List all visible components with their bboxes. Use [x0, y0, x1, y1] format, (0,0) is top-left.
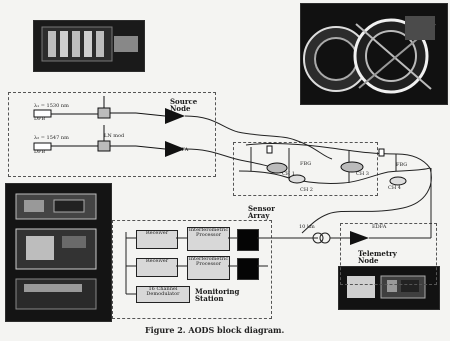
- photo-instrument-rig: [300, 3, 448, 105]
- figure-caption: Figure 2. AODS block diagram.: [145, 325, 284, 335]
- source-amplifier-label: EDFA: [174, 147, 188, 153]
- laser2-label: DFB: [34, 149, 45, 155]
- sensor-array-title-line2: Array: [248, 212, 275, 219]
- processor-module-2: Interferometric Processor: [187, 256, 230, 280]
- laser2-wavelength: λ₂ = 1547 nm: [34, 135, 69, 141]
- photo-circuit-board: [33, 20, 145, 72]
- bragg-grating-2-label: FBG: [396, 162, 407, 168]
- detector-module-1: [237, 229, 259, 251]
- processor-module-1-label: Interferometric Processor: [189, 227, 228, 238]
- sensor-ch1-label: CH 1: [282, 171, 295, 177]
- receiver-module-2: Receiver: [136, 258, 178, 277]
- monitoring-station-title-line2: Station: [195, 295, 239, 302]
- photo-monitoring-rack: [5, 183, 112, 322]
- receiver-module-1-label: Receiver: [146, 230, 168, 236]
- laser1-label: DFB: [34, 116, 45, 122]
- demodulator-module-label: 16 Channel Demodulator: [146, 286, 179, 297]
- telemetry-amplifier-label: EDFA: [372, 224, 386, 230]
- source-node-title-line2: Node: [170, 105, 197, 112]
- demodulator-module: 16 Channel Demodulator: [136, 286, 190, 303]
- telemetry-node-title-line2: Node: [358, 257, 397, 264]
- bragg-grating-1-label: FBG: [300, 161, 311, 167]
- monitoring-station-title: Monitoring Station: [195, 288, 239, 302]
- processor-module-2-label: Interferometric Processor: [189, 256, 228, 267]
- telemetry-node-title: Telemetry Node: [358, 250, 397, 264]
- detector-module-2: [237, 258, 259, 280]
- source-node-title: Source Node: [170, 98, 197, 112]
- receiver-module-1: Receiver: [136, 230, 178, 249]
- sensor-ch2-label: CH 2: [300, 187, 313, 193]
- laser1-wavelength: λ₁ = 1530 nm: [34, 103, 69, 109]
- sensor-ch3-label: CH 3: [356, 171, 369, 177]
- fiber-length-label: 10 km: [299, 224, 315, 230]
- modulator-label: LN mod: [104, 133, 124, 139]
- processor-module-1: Interferometric Processor: [187, 227, 230, 251]
- sensor-ch4-label: CH 4: [388, 185, 401, 191]
- receiver-module-2-label: Receiver: [146, 258, 168, 264]
- sensor-array-title: Sensor Array: [248, 205, 275, 219]
